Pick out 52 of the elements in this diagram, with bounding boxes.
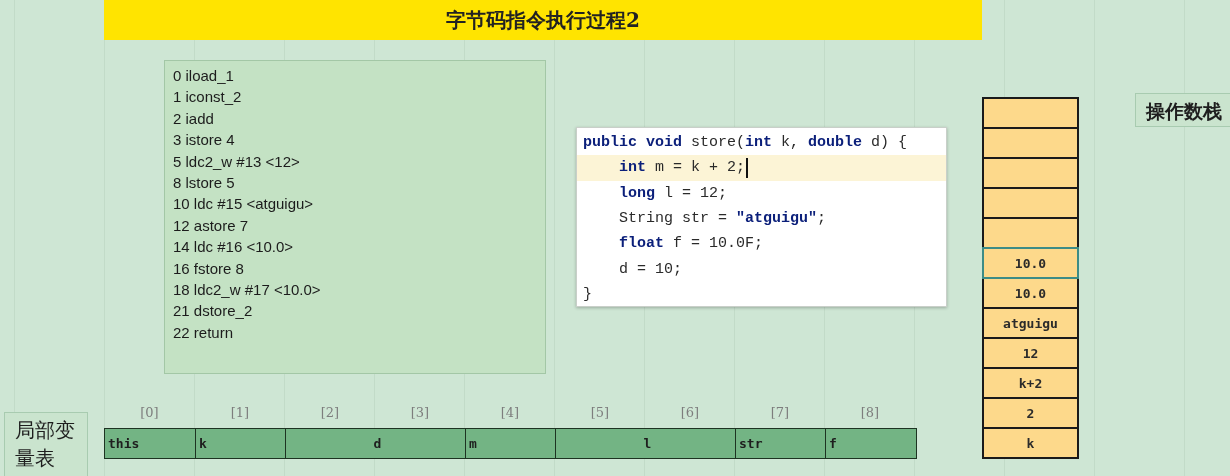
stack-slot: k (982, 427, 1079, 459)
index-label: [7] (769, 404, 791, 422)
code-line: d = 10; (619, 259, 682, 280)
stack-slot: atguigu (982, 307, 1079, 339)
variable-slot: d (285, 428, 467, 459)
instruction-line: 10 ldc #15 <atguigu> (173, 194, 314, 215)
variable-slot: l (555, 428, 737, 459)
instruction-line: 1 iconst_2 (173, 87, 242, 108)
index-label: [8] (859, 404, 881, 422)
instruction-line: 16 fstore 8 (173, 258, 244, 279)
index-label: [0] (139, 404, 160, 422)
index-label: [4] (499, 404, 521, 422)
variable-slot: f (825, 428, 917, 459)
stack-slot: 12 (982, 337, 1079, 369)
code-line: int m = k + 2; (619, 158, 746, 179)
instruction-line: 0 iload_1 (173, 66, 234, 86)
instruction-line: 8 lstore 5 (173, 173, 235, 193)
code-line: float f = 10.0F; (619, 234, 764, 255)
instruction-line: 22 return (173, 322, 234, 343)
code-panel (576, 127, 947, 307)
instruction-line: 21 dstore_2 (173, 301, 253, 322)
variable-slot: k (195, 428, 287, 459)
section-label: 局部变量表 (4, 412, 88, 476)
code-line: long l = 12; (619, 183, 728, 204)
code-line: } (583, 284, 592, 305)
stack-slot: 10.0 (982, 247, 1079, 279)
title-band: 字节码指令执行过程2 (104, 0, 982, 40)
stack-slot: k+2 (982, 367, 1079, 399)
code-line: String str = "atguigu"; (619, 208, 827, 229)
instruction-line: 5 ldc2_w #13 <12> (173, 151, 300, 172)
index-label: [6] (679, 404, 701, 422)
variable-slot: this (104, 428, 197, 459)
stack-slot (982, 187, 1079, 219)
variable-slot: m (465, 428, 557, 459)
instruction-line: 3 istore 4 (173, 130, 235, 151)
stack-slot (982, 97, 1079, 129)
index-label: [1] (229, 404, 251, 422)
bytecode-panel (164, 60, 546, 374)
instruction-line: 2 iadd (173, 108, 214, 129)
index-label: [3] (409, 404, 431, 422)
stack-slot (982, 127, 1079, 159)
stack-slot (982, 157, 1079, 189)
code-line: public void store(int k, double d) { (583, 133, 908, 153)
stack-slot (982, 217, 1079, 249)
section-label: 操作数栈 (1135, 93, 1230, 127)
instruction-line: 18 ldc2_w #17 <10.0> (173, 280, 321, 300)
variable-slot: str (735, 428, 827, 459)
index-label: [5] (589, 404, 611, 422)
stack-slot: 2 (982, 397, 1079, 429)
instruction-line: 12 astore 7 (173, 215, 249, 236)
index-label: [2] (319, 404, 341, 422)
instruction-line: 14 ldc #16 <10.0> (173, 237, 294, 258)
